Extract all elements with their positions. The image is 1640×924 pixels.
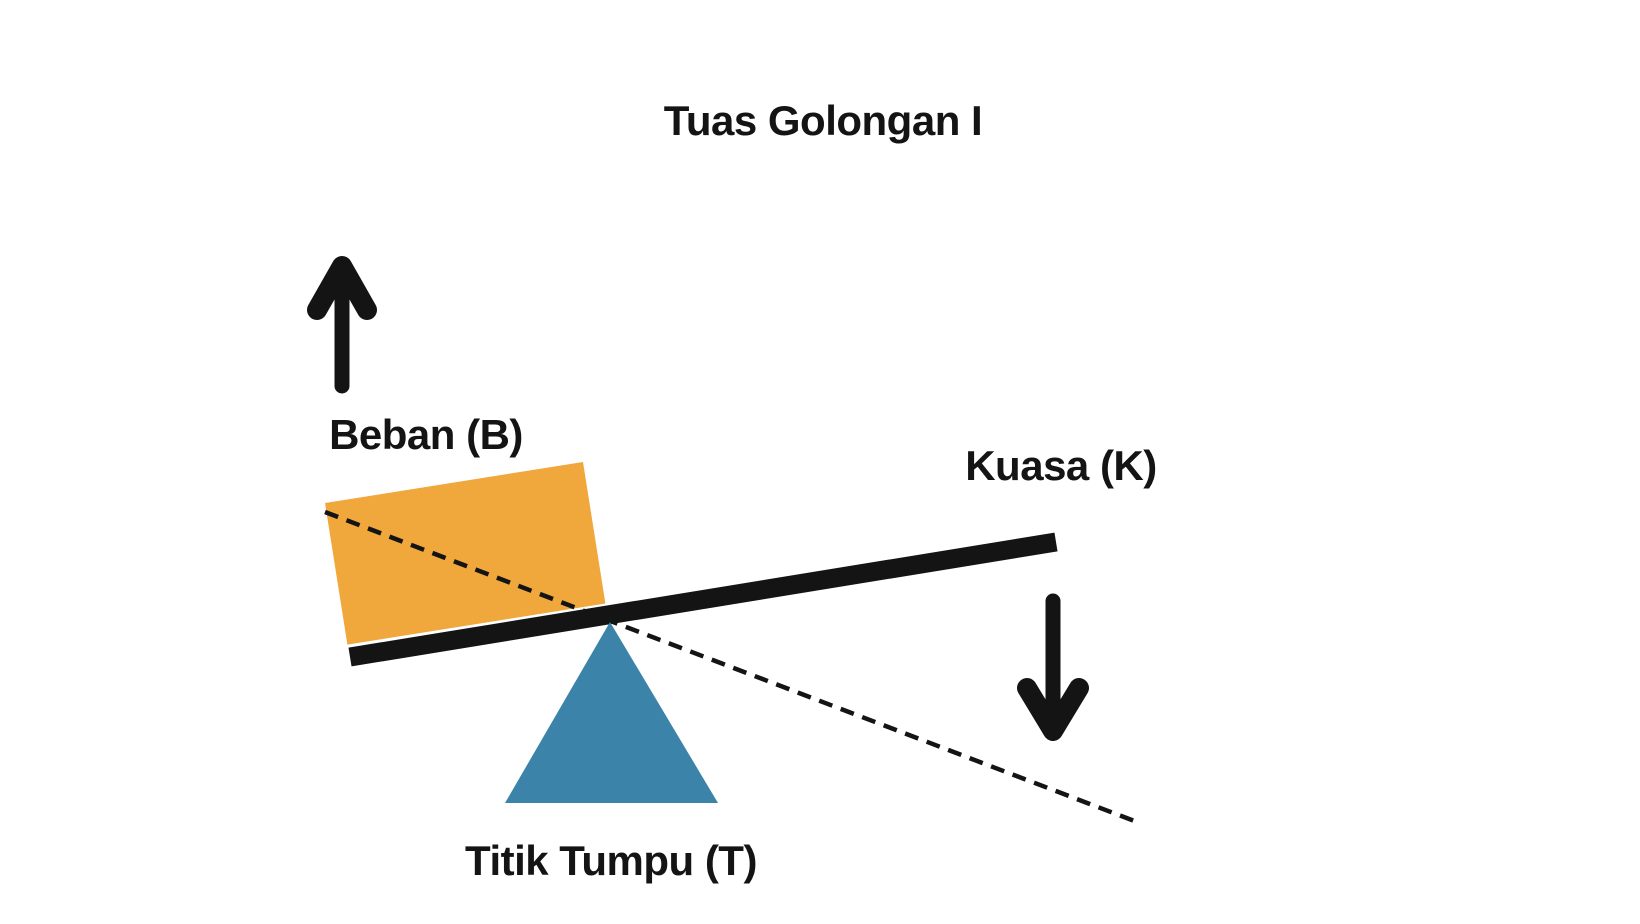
down-arrow-icon xyxy=(1017,593,1089,741)
load-label: Beban (B) xyxy=(329,411,523,458)
fulcrum-triangle xyxy=(505,622,718,803)
lever-beam xyxy=(348,532,1058,667)
up-arrow-icon xyxy=(307,256,377,394)
fulcrum-label: Titik Tumpu (T) xyxy=(465,837,757,884)
up-arrow-head xyxy=(307,256,377,320)
down-arrow-head xyxy=(1017,678,1089,741)
dashed-reference-line xyxy=(324,509,1138,825)
load-box xyxy=(325,462,606,645)
diagram-title: Tuas Golongan I xyxy=(664,97,982,144)
effort-label: Kuasa (K) xyxy=(965,442,1157,489)
